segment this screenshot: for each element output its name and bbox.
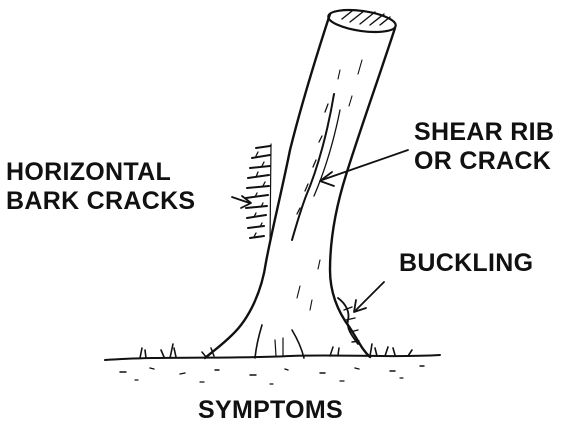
label-horizontal-bark-cracks: HORIZONTAL BARK CRACKS xyxy=(6,158,195,216)
hand-drawn-arrow-buckling xyxy=(354,282,384,312)
label-buckling: BUCKLING xyxy=(399,249,533,278)
hand-drawn-arrow-shear-rib xyxy=(320,150,408,186)
label-shear-line1: SHEAR RIB xyxy=(414,118,554,147)
ground xyxy=(105,344,440,384)
label-horizontal-line2: BARK CRACKS xyxy=(6,187,195,216)
trunk xyxy=(205,6,397,358)
label-horizontal-line1: HORIZONTAL xyxy=(6,158,195,187)
label-shear-line2: OR CRACK xyxy=(414,147,554,176)
label-shear-rib: SHEAR RIB OR CRACK xyxy=(414,118,554,176)
figure-title: SYMPTOMS xyxy=(198,396,343,425)
